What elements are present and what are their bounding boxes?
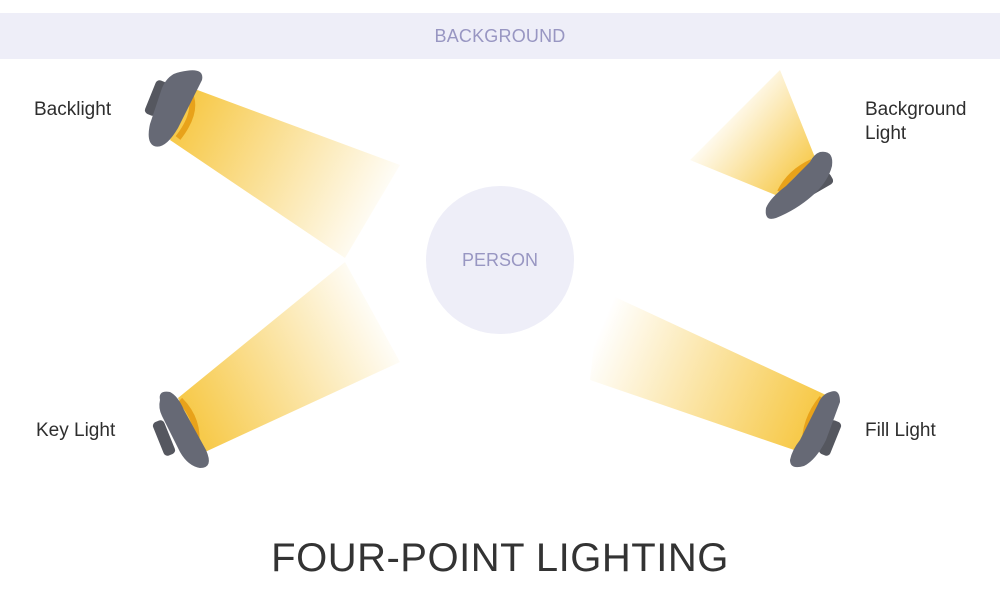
- person-circle: PERSON: [426, 186, 574, 334]
- background-label: BACKGROUND: [434, 25, 566, 46]
- background-light-label-line2: Light: [865, 123, 907, 144]
- person-label: PERSON: [461, 249, 539, 270]
- diagram-title: FOUR-POINT LIGHTING: [271, 536, 729, 580]
- background-light-label-line1: Background: [865, 99, 967, 120]
- key-light-lamp: [152, 262, 400, 468]
- background-light-lamp: [690, 70, 834, 219]
- background-band: BACKGROUND: [0, 13, 1000, 59]
- fill-light-label: Fill Light: [865, 420, 936, 441]
- background-light-label: Background Light: [865, 98, 966, 146]
- backlight-label: Backlight: [34, 99, 112, 120]
- backlight-lamp: [144, 70, 400, 258]
- fill-light-lamp: [590, 290, 842, 468]
- key-light-label: Key Light: [36, 420, 116, 441]
